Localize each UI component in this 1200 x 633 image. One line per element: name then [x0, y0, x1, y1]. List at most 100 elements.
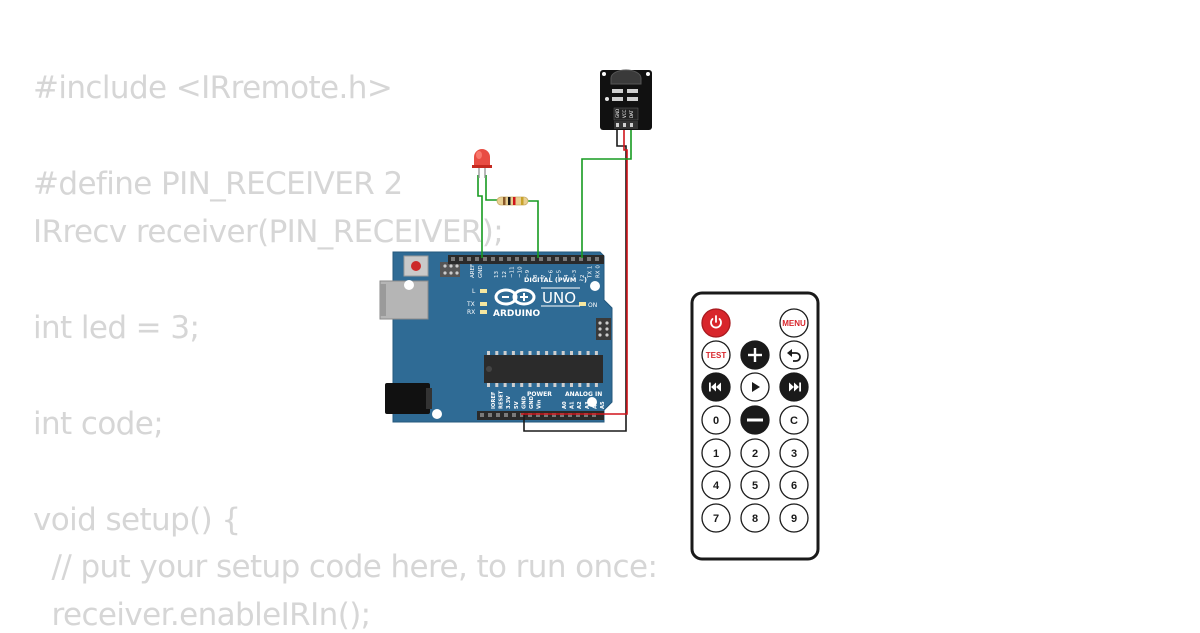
- remote-key-7[interactable]: 7: [701, 503, 731, 533]
- code-line-led: int led = 3;: [33, 310, 200, 346]
- code-line-code: int code;: [33, 406, 164, 442]
- digital-header-hole[interactable]: [515, 257, 519, 261]
- power-header-hole[interactable]: [488, 413, 492, 417]
- power-header-hole[interactable]: [568, 413, 572, 417]
- power-header-hole[interactable]: [576, 413, 580, 417]
- power-header-hole[interactable]: [504, 413, 508, 417]
- power-header-hole[interactable]: [512, 413, 516, 417]
- remote-key-8[interactable]: 8: [740, 503, 770, 533]
- red-led[interactable]: [472, 149, 492, 178]
- remote-key-power[interactable]: [701, 308, 731, 338]
- remote-key-0[interactable]: 0: [701, 405, 731, 435]
- onboard-leds: L TX RX ON: [466, 288, 597, 316]
- remote-key-play[interactable]: [740, 372, 770, 402]
- power-header-hole[interactable]: [560, 413, 564, 417]
- remote-key-label: 1: [713, 448, 719, 460]
- power-pin-label: GND: [529, 395, 535, 409]
- digital-header-hole[interactable]: [531, 257, 535, 261]
- analog-pin-label: A2: [577, 401, 583, 409]
- ir-pin-dat-label: DAT: [629, 110, 634, 118]
- digital-header-hole[interactable]: [499, 257, 503, 261]
- digital-header-hole[interactable]: [491, 257, 495, 261]
- wires: [477, 130, 632, 432]
- power-header-hole[interactable]: [480, 413, 484, 417]
- power-pin-label: GND: [521, 395, 527, 409]
- remote-key-label: 0: [713, 415, 719, 427]
- uno-label: UNO: [542, 289, 576, 307]
- remote-key-6[interactable]: 6: [779, 470, 809, 500]
- remote-key-C[interactable]: C: [779, 405, 809, 435]
- digital-header-hole[interactable]: [587, 257, 591, 261]
- digital-header-hole[interactable]: [539, 257, 543, 261]
- digital-pin-label: ~5: [556, 269, 562, 278]
- remote-key-1[interactable]: 1: [701, 438, 731, 468]
- power-analog-header[interactable]: [477, 411, 604, 420]
- analog-header-label: ANALOG IN: [565, 391, 602, 398]
- digital-header-hole[interactable]: [483, 257, 487, 261]
- remote-key-3[interactable]: 3: [779, 438, 809, 468]
- digital-header-hole[interactable]: [555, 257, 559, 261]
- digital-header-hole[interactable]: [595, 257, 599, 261]
- remote-key-label: 8: [752, 513, 758, 525]
- ir-pin-vcc-label: VCC: [622, 109, 627, 118]
- remote-key-label: 7: [713, 513, 719, 525]
- remote-key-MENU[interactable]: MENU: [779, 308, 809, 338]
- power-header-hole[interactable]: [552, 413, 556, 417]
- remote-key-2[interactable]: 2: [740, 438, 770, 468]
- remote-key-4[interactable]: 4: [701, 470, 731, 500]
- code-line-comment: // put your setup code here, to run once…: [33, 549, 658, 585]
- aref-label: AREF: [470, 264, 476, 278]
- remote-key-minus[interactable]: [740, 405, 770, 435]
- digital-pin-label: 4: [564, 274, 570, 278]
- atmega-chip: [484, 351, 603, 387]
- digital-header-hole[interactable]: [451, 257, 455, 261]
- remote-key-next[interactable]: [779, 372, 809, 402]
- remote-key-label: 6: [791, 480, 797, 492]
- remote-key-9[interactable]: 9: [779, 503, 809, 533]
- power-header-hole[interactable]: [544, 413, 548, 417]
- back-icon: [787, 349, 801, 362]
- digital-header-hole[interactable]: [563, 257, 567, 261]
- wire-vcc: [521, 130, 628, 415]
- ir-receiver-module[interactable]: GND VCC DAT: [600, 69, 652, 130]
- digital-pin-label: 13: [494, 271, 500, 278]
- power-pin-label: RESET: [499, 390, 505, 409]
- play-icon: [752, 382, 760, 392]
- digital-header-hole[interactable]: [459, 257, 463, 261]
- power-pin-label: 3.3V: [506, 396, 512, 409]
- power-header-hole[interactable]: [520, 413, 524, 417]
- remote-key-plus[interactable]: [740, 340, 770, 370]
- remote-key-label: TEST: [706, 351, 727, 360]
- digital-header-hole[interactable]: [571, 257, 575, 261]
- usb-port: [379, 280, 429, 320]
- digital-header-hole[interactable]: [475, 257, 479, 261]
- remote-key-prev[interactable]: [701, 372, 731, 402]
- digital-header-hole[interactable]: [507, 257, 511, 261]
- power-header-hole[interactable]: [496, 413, 500, 417]
- digital-header-hole[interactable]: [579, 257, 583, 261]
- resistor[interactable]: [496, 196, 529, 206]
- remote-key-5[interactable]: 5: [740, 470, 770, 500]
- wire-resistor-pin3: [528, 200, 539, 258]
- power-header-hole[interactable]: [584, 413, 588, 417]
- remote-key-TEST[interactable]: TEST: [701, 340, 731, 370]
- digital-pin-label: ~3: [572, 269, 578, 278]
- power-pin-label: 5V: [514, 401, 520, 409]
- ir-pin-gnd-label: GND: [615, 109, 620, 118]
- analog-pin-label: A4: [592, 401, 598, 409]
- remote-key-back[interactable]: [779, 340, 809, 370]
- gnd-label: GND: [478, 265, 484, 278]
- digital-pin-label: 8: [533, 274, 539, 278]
- digital-header-hole[interactable]: [467, 257, 471, 261]
- digital-header-hole[interactable]: [523, 257, 527, 261]
- remote-key-label: 3: [791, 448, 797, 460]
- power-header-hole[interactable]: [592, 413, 596, 417]
- power-header-hole[interactable]: [528, 413, 532, 417]
- power-header-hole[interactable]: [536, 413, 540, 417]
- digital-pin-label: RX 0: [595, 265, 601, 278]
- digital-header-hole[interactable]: [547, 257, 551, 261]
- led-rx-label: RX: [467, 309, 475, 316]
